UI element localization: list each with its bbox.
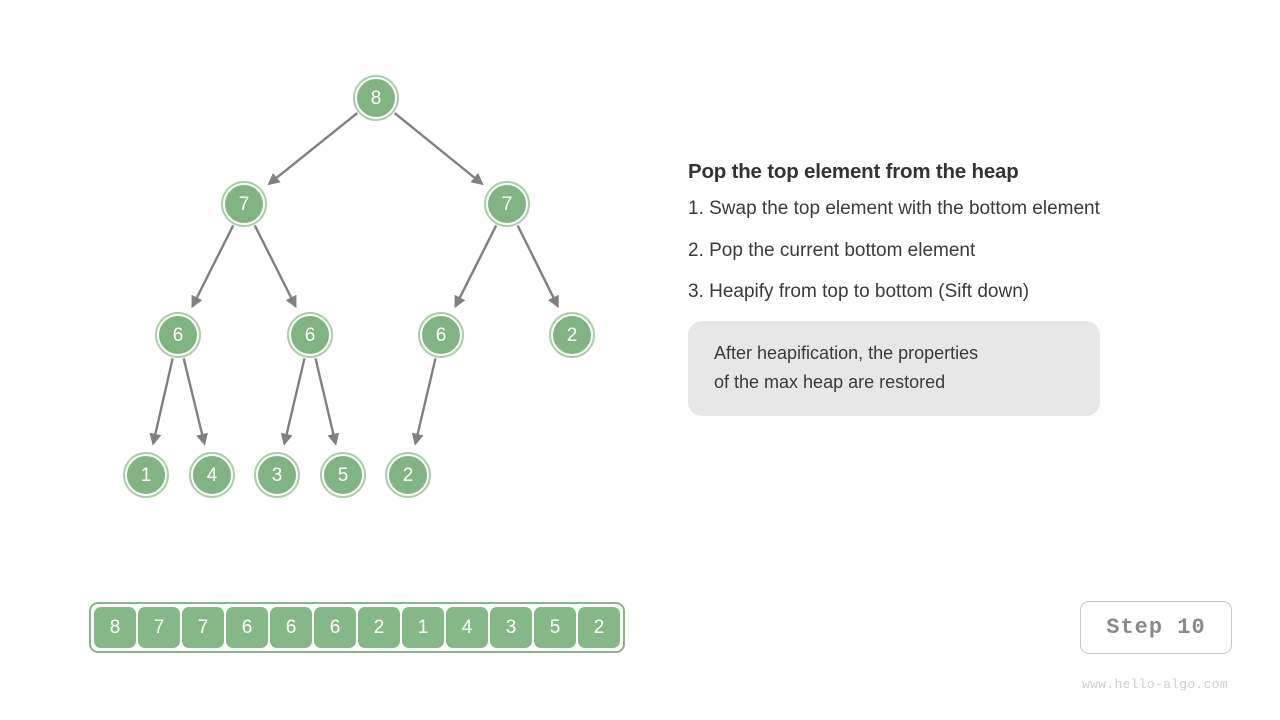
- array-cell: 4: [446, 607, 488, 648]
- info-panel: Pop the top element from the heap 1. Swa…: [688, 160, 1248, 417]
- tree-edge-arrow: [280, 358, 306, 446]
- tree-node-label: 1: [140, 464, 152, 486]
- callout-note: After heapification, the properties of t…: [688, 320, 1100, 417]
- tree-node-8: 8: [353, 75, 399, 121]
- tree-edge-arrow: [191, 224, 235, 309]
- tree-edge-arrow: [411, 358, 437, 446]
- array-cell-value: 2: [593, 616, 605, 638]
- instruction-step-1: 1. Swap the top element with the bottom …: [688, 198, 1100, 219]
- tree-node-label: 6: [172, 324, 184, 346]
- tree-node-6: 6: [287, 312, 333, 358]
- tree-node-6: 6: [155, 312, 201, 358]
- tree-edge-arrow: [393, 112, 484, 186]
- tree-node-label: 6: [435, 324, 447, 346]
- array-cell-value: 7: [197, 616, 209, 638]
- instruction-step-3: 3. Heapify from top to bottom (Sift down…: [688, 281, 1030, 303]
- binary-heap-tree-panel: 8 7 7 6 6 6 2 1 4 3 5 2: [0, 0, 690, 560]
- array-cell-value: 8: [109, 616, 121, 638]
- tree-node-label: 6: [304, 324, 316, 346]
- step-badge: Step 10: [1080, 601, 1232, 654]
- array-cell: 6: [314, 607, 356, 648]
- tree-edge-arrow: [149, 358, 174, 446]
- tree-node-7: 7: [484, 181, 530, 227]
- tree-node-label: 5: [337, 464, 349, 486]
- array-cell: 6: [270, 607, 312, 648]
- tree-edge-arrow: [253, 224, 297, 309]
- tree-node-6: 6: [418, 312, 464, 358]
- tree-node-1: 1: [123, 452, 169, 498]
- tree-node-label: 7: [238, 193, 250, 215]
- tree-edge-group: [149, 112, 559, 446]
- tree-node-label: 7: [501, 193, 513, 215]
- tree-edge-arrow: [182, 358, 208, 446]
- watermark: www.hello-algo.com: [1082, 677, 1228, 692]
- tree-edges-svg: [149, 112, 559, 446]
- tree-node-label: 2: [402, 464, 414, 486]
- array-cell: 7: [138, 607, 180, 648]
- instruction-step-2: 2. Pop the current bottom element: [688, 239, 976, 261]
- tree-node-3: 3: [254, 452, 300, 498]
- tree-node-5: 5: [320, 452, 366, 498]
- tree-node-label: 8: [370, 87, 382, 109]
- array-cell-value: 5: [549, 616, 561, 638]
- heap-array-strip: 8 7 7 6 6 6 2 1 4 3 5 2: [89, 602, 625, 653]
- tree-node-label: 2: [566, 324, 578, 346]
- array-cell-value: 3: [505, 616, 517, 638]
- array-cell-value: 6: [241, 616, 253, 638]
- tree-edge-arrow: [454, 224, 498, 309]
- tree-node-7: 7: [221, 181, 267, 227]
- callout-line-2: of the max heap are restored: [714, 372, 946, 393]
- tree-edge-arrow: [267, 112, 359, 186]
- tree-node-label: 4: [206, 464, 218, 486]
- tree-edge-arrow: [516, 224, 559, 309]
- array-cell-value: 1: [417, 616, 429, 638]
- array-cell: 5: [534, 607, 576, 648]
- array-cell: 1: [402, 607, 444, 648]
- tree-node-label: 3: [271, 464, 283, 486]
- array-cell: 3: [490, 607, 532, 648]
- tree-node-2: 2: [385, 452, 431, 498]
- tree-node-2: 2: [549, 312, 595, 358]
- array-cell: 6: [226, 607, 268, 648]
- array-cell: 2: [358, 607, 400, 648]
- array-cell: 8: [94, 607, 136, 648]
- array-cell-value: 2: [373, 616, 385, 638]
- tree-node-4: 4: [189, 452, 235, 498]
- array-cell: 2: [578, 607, 620, 648]
- tree-edge-arrow: [314, 358, 340, 446]
- callout-line-1: After heapification, the properties: [714, 342, 979, 363]
- array-cell-value: 7: [153, 616, 165, 638]
- array-cell: 7: [182, 607, 224, 648]
- array-cell-value: 4: [461, 616, 473, 638]
- array-cell-value: 6: [329, 616, 341, 638]
- page-title: Pop the top element from the heap: [688, 160, 1019, 183]
- array-cell-value: 6: [285, 616, 297, 638]
